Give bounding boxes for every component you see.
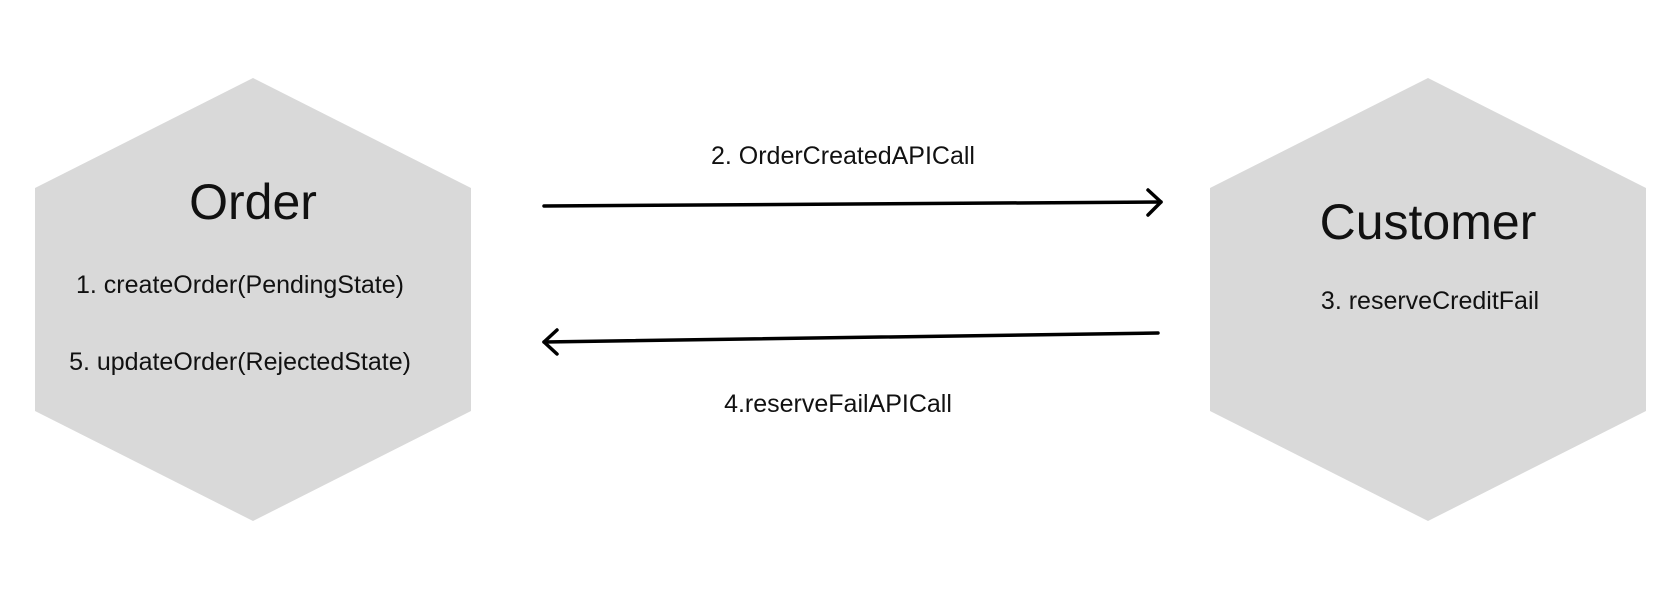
- edge-order-created-label: 2. OrderCreatedAPICall: [711, 142, 975, 170]
- arrow-right-head-icon: [1146, 188, 1163, 217]
- order-step-update: 5. updateOrder(RejectedState): [69, 348, 411, 376]
- customer-step-reserve-credit-fail: 3. reserveCreditFail: [1321, 287, 1539, 315]
- arrow-right-line: [542, 200, 1163, 208]
- customer-service-node: Customer 3. reserveCreditFail: [1210, 78, 1646, 521]
- edge-order-to-customer: 2. OrderCreatedAPICall: [542, 142, 1163, 217]
- edge-customer-to-order: 4.reserveFailAPICall: [542, 328, 1160, 418]
- order-hexagon-shape: [35, 78, 471, 521]
- order-step-create: 1. createOrder(PendingState): [76, 271, 404, 299]
- order-node-title: Order: [189, 174, 317, 230]
- order-service-node: Order 1. createOrder(PendingState) 5. up…: [35, 78, 471, 521]
- arrow-left-head-icon: [542, 328, 559, 356]
- arrow-left-line: [542, 331, 1160, 344]
- customer-node-title: Customer: [1320, 194, 1537, 250]
- edge-reserve-fail-label: 4.reserveFailAPICall: [724, 390, 952, 418]
- customer-hexagon-shape: [1210, 78, 1646, 521]
